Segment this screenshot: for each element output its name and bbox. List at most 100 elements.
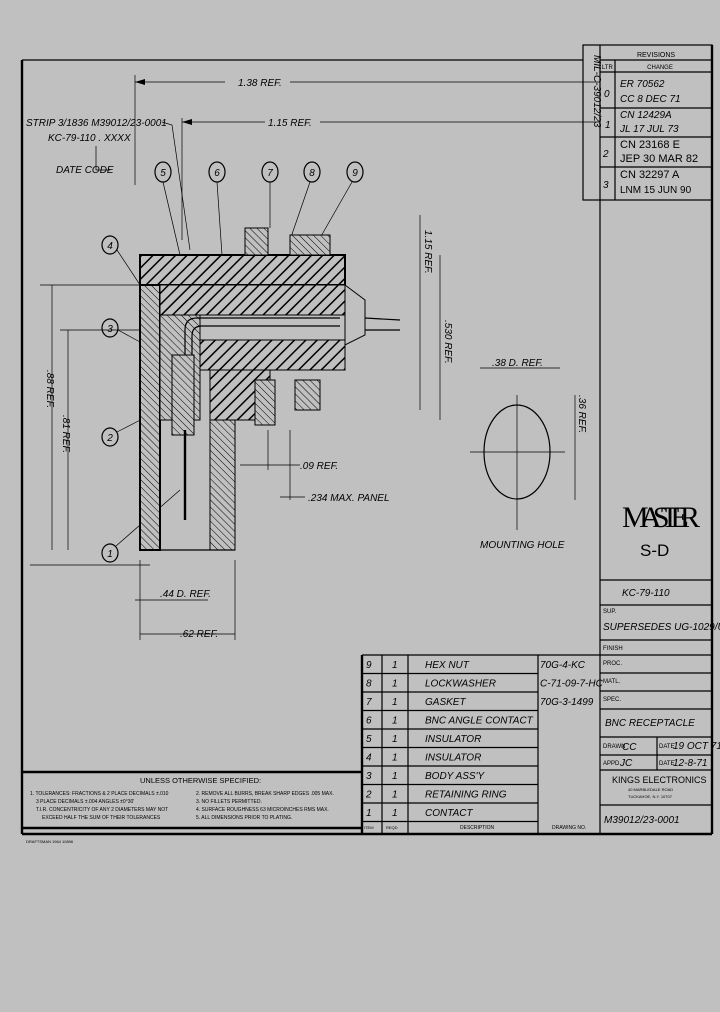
dim-44-label: .44 D. REF.	[160, 589, 211, 600]
drawing-no: 70G-3-1499	[540, 697, 594, 708]
form-number: DRAFTSMAN 1964 10896	[26, 839, 74, 844]
dimension-overall: 1.38 REF.	[134, 75, 600, 185]
balloon-label: 7	[267, 168, 273, 179]
revision-row: 2 CN 23168 E JEP 30 MAR 82	[602, 139, 698, 165]
dimension-bottom: .09 REF. .234 MAX. PANEL .44 D. REF. .62…	[135, 430, 390, 640]
dim-thread-label: .530 REF.	[442, 320, 453, 364]
description: INSULATOR	[425, 753, 481, 764]
drawing-number: M39012/23-0001	[604, 815, 680, 826]
dimension-right: 1.15 REF. .530 REF.	[419, 215, 453, 420]
revisions-col-ltr: LTR	[602, 65, 614, 71]
quantity: 1	[392, 771, 398, 782]
note-item: EXCEED HALF THE SUM OF THEIR TOLERANCES	[42, 815, 161, 821]
balloon-6: 6	[208, 161, 226, 256]
header-qty: REQD	[386, 825, 398, 830]
balloon-3: 3	[101, 318, 141, 343]
revision-letter: 3	[603, 180, 609, 191]
quantity: 1	[392, 734, 398, 745]
description: INSULATOR	[425, 734, 481, 745]
note-item: 3. NO FILLETS PERMITTED.	[196, 799, 262, 805]
balloon-label: 8	[309, 168, 315, 179]
balloons-top: 5 6 7 8 9	[154, 161, 364, 256]
item-number: 8	[366, 679, 372, 690]
quantity: 1	[392, 716, 398, 727]
drawing-no: C-71-09-7-HC	[540, 679, 604, 690]
quantity: 1	[392, 790, 398, 801]
dim-body-label: 1.15 REF.	[268, 118, 312, 129]
description: HEX NUT	[425, 660, 470, 671]
balloon-label: 9	[352, 168, 358, 179]
revision-row: 1 CN 12429A JL 17 JUL 73	[605, 110, 679, 135]
supersedes-label: SUP.	[603, 609, 617, 615]
parts-list-row: 2 1 RETAINING RING	[362, 790, 538, 804]
master-stamp-text: MASTER	[622, 501, 700, 534]
quantity: 1	[392, 697, 398, 708]
balloon-7: 7	[261, 161, 279, 228]
appd-label: APPD	[603, 761, 620, 767]
general-notes: UNLESS OTHERWISE SPECIFIED: 1. TOLERANCE…	[22, 770, 362, 844]
title-block: KC-79-110 SUP. SUPERSEDES UG-1029/U FINI…	[538, 579, 720, 826]
drawing-title: BNC RECEPTACLE	[605, 718, 695, 729]
part-number: KC-79-110	[622, 588, 670, 599]
date-label: DATE	[659, 761, 675, 767]
balloon-label: 1	[107, 549, 113, 560]
note-item: 5. ALL DIMENSIONS PRIOR TO PLATING.	[196, 815, 292, 821]
revisions-col-change: CHANGE	[647, 65, 673, 71]
revision-letter: 2	[602, 149, 609, 160]
company-address-2: TUCKAHOE, N.Y. 10707	[628, 794, 673, 799]
revision-signoff: JEP 30 MAR 82	[620, 153, 698, 165]
revisions-side-stamp: MIL-C-39012/23	[591, 55, 602, 128]
note-item: 2. REMOVE ALL BURRS, BREAK SHARP EDGES .…	[196, 791, 334, 797]
note-item: T.I.R. CONCENTRICITY OF ANY 2 DIAMETERS …	[36, 807, 168, 813]
balloon-8: 8	[289, 161, 321, 241]
dim-62-label: .62 REF.	[180, 629, 218, 640]
dimension-left: .88 REF. .81 REF.	[40, 284, 140, 550]
revision-signoff: CC 8 DEC 71	[620, 94, 681, 105]
connector-section	[30, 227, 401, 566]
description: CONTACT	[425, 808, 473, 819]
revision-row: 3 CN 32297 A LNM 15 JUN 90	[603, 169, 692, 196]
marking-note: STRIP 3/1836 M39012/23-0001 KC-79-110 . …	[26, 118, 191, 251]
drawn-by: CC	[622, 742, 637, 753]
drawn-date: 19 OCT 71	[673, 741, 720, 752]
supersedes-value: SUPERSEDES UG-1029/U	[603, 622, 720, 633]
note-item: 3 PLACE DECIMALS ±.004 ANGLES ±0°30'	[36, 799, 134, 805]
revision-row: 0 ER 70562 CC 8 DEC 71	[604, 79, 681, 105]
revision-letter: 1	[605, 120, 611, 131]
item-number: 6	[366, 716, 372, 727]
item-number: 7	[366, 697, 372, 708]
header-item: ITEM	[364, 825, 374, 830]
revision-letter: 0	[604, 89, 610, 100]
balloon-label: 4	[107, 241, 113, 252]
dim-mount-label: .38 D. REF.	[492, 358, 543, 369]
dim-09-label: .09 REF.	[300, 461, 338, 472]
mounting-hole-view: .38 D. REF. .36 REF. MOUNTING HOLE	[470, 358, 587, 551]
note-item: 1. TOLERANCES: FRACTIONS & 2 PLACE DECIM…	[30, 791, 169, 797]
marking-line2: KC-79-110 . XXXX	[48, 133, 131, 144]
description: GASKET	[425, 697, 466, 708]
dim-panel-label: .234 MAX. PANEL	[308, 493, 390, 504]
finish-label: FINISH	[603, 646, 623, 652]
dim-mount-height-label: .36 REF.	[576, 395, 587, 433]
item-number: 2	[365, 790, 372, 801]
dim-left-2-label: .81 REF.	[60, 415, 71, 453]
revision-signoff: JL 17 JUL 73	[619, 124, 679, 135]
matl-label: MATL.	[603, 679, 621, 685]
description: RETAINING RING	[425, 790, 507, 801]
balloon-9: 9	[319, 161, 364, 239]
marking-line1: STRIP 3/1836 M39012/23-0001	[26, 118, 167, 129]
header-description: DESCRIPTION	[460, 825, 495, 831]
appd-date: 12-8-71	[673, 758, 707, 769]
item-number: 9	[366, 660, 372, 671]
dimension-body: 1.15 REF.	[181, 118, 600, 240]
date-code-label: DATE CODE	[56, 165, 114, 176]
drawing-no: 70G-4-KC	[540, 660, 586, 671]
